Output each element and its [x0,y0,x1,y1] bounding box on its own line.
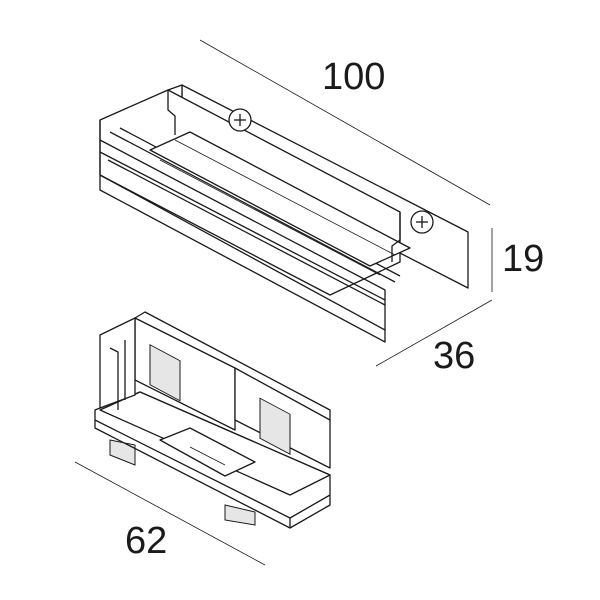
dimension-label-height: 19 [502,238,545,280]
dimension-label-length-bottom: 62 [125,520,168,562]
end-cap-part [99,84,469,343]
dimension-line-62 [74,461,266,566]
screw-icon [410,210,434,234]
connector-part [94,311,331,529]
dimension-label-width: 36 [433,335,476,377]
screw-icon [228,108,252,132]
dimension-label-length-top: 100 [322,56,386,98]
dimension-line-100 [199,39,491,206]
dimension-line-36 [375,299,493,367]
